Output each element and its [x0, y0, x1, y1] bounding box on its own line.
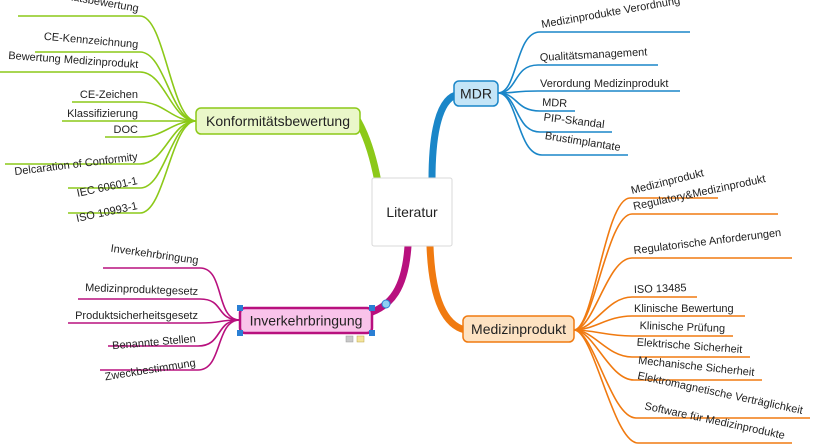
central-topic-box[interactable] [371, 177, 453, 247]
resize-handle[interactable] [369, 305, 375, 311]
leaf-connector [573, 257, 792, 331]
leaf-connector [68, 120, 197, 214]
leaf-topic[interactable]: Medizinprodukte Verordnung [540, 0, 681, 31]
topic-label: Medizinprodukt [471, 321, 566, 337]
leaf-topic[interactable]: Verordung Medizinprodukt [540, 78, 668, 90]
topic-box[interactable] [453, 80, 499, 107]
leaf-connector [35, 51, 197, 122]
leaf-connector [497, 92, 628, 156]
central-topic[interactable]: Literatur [371, 177, 453, 247]
leaf-connector [497, 64, 658, 94]
leaf-topic[interactable]: Benannte Stellen [112, 333, 197, 352]
leaf-topic[interactable]: ISO 13485 [634, 282, 687, 296]
topic-label: Inverkehrbringung [250, 313, 363, 329]
leaf-topic[interactable]: Produktsicherheitsgesetz [75, 310, 198, 322]
topic-label: MDR [460, 86, 492, 102]
leaf-topic[interactable]: Klassifizierung [67, 108, 138, 120]
topic-konformitaet[interactable]: Konformitätsbewertung [195, 107, 361, 135]
leaf-topic[interactable]: Klinische Prüfung [639, 320, 725, 335]
leaf-topic[interactable]: CE-Kennzeichnung [43, 31, 138, 51]
leaf-topic[interactable]: Bewertung Medizinprodukt [8, 50, 139, 71]
branch-connector-mdr [428, 91, 460, 184]
resize-handle[interactable] [237, 305, 243, 311]
branch-connector-medizinprodukt [426, 242, 469, 334]
topic-box[interactable] [462, 315, 575, 343]
leaf-connector [105, 120, 197, 138]
leaf-connector [573, 213, 778, 331]
collapse-toggle-icon[interactable] [381, 299, 391, 309]
topic-box[interactable] [238, 306, 374, 335]
leaf-connector [18, 15, 197, 122]
leaf-topic[interactable]: Regulatorische Anforderungen [633, 227, 782, 257]
leaf-connector [497, 31, 690, 94]
leaf-topic[interactable]: Delcaration of Conformity [14, 151, 139, 178]
resize-handle[interactable] [369, 330, 375, 336]
leaf-topic[interactable]: Klinische Bewertung [634, 303, 734, 315]
leaf-topic[interactable]: IEC 60601-1 [76, 175, 139, 200]
leaf-connector [573, 329, 792, 444]
leaf-topic[interactable]: Qualitätsmanagement [540, 46, 648, 64]
leaf-topic[interactable]: ISO 10993-1 [75, 200, 139, 225]
attachment-icon[interactable] [356, 335, 365, 343]
leaf-topic[interactable]: Medizinproduktegesetz [85, 282, 198, 298]
leaf-connector [573, 329, 762, 381]
central-topic-label: Literatur [386, 204, 438, 220]
leaf-connector [0, 71, 197, 122]
leaf-topic[interactable]: PIP-Skandal [543, 112, 605, 131]
topic-medizinprodukt[interactable]: Medizinprodukt [462, 315, 575, 343]
leaf-topic[interactable]: MDR [542, 97, 568, 110]
topic-mdr[interactable]: MDR [453, 80, 499, 107]
branch-connector-konformitaet [354, 117, 382, 186]
leaf-topic[interactable]: DOC [114, 124, 139, 136]
topic-box[interactable] [195, 107, 361, 135]
leaf-topic[interactable]: Brustimplantate [544, 130, 621, 154]
leaf-connector [100, 319, 241, 371]
branch-connector-inverkehrbringung [368, 242, 412, 316]
topic-inverkehrbringung[interactable]: Inverkehrbringung [237, 299, 391, 343]
resize-handle[interactable] [237, 330, 243, 336]
leaf-connector [103, 267, 241, 321]
leaf-topic[interactable]: CE-Zeichen [80, 89, 138, 101]
leaf-topic[interactable]: Inverkehrbringung [110, 243, 199, 267]
leaf-topic[interactable]: Elektrische Sicherheit [636, 337, 742, 356]
note-icon[interactable] [345, 335, 354, 343]
leaf-connector [78, 298, 241, 321]
leaf-connector [497, 90, 680, 94]
topic-label: Konformitätsbewertung [206, 113, 350, 129]
leaf-topic[interactable]: Zweckbestimmung [104, 357, 196, 383]
leaf-topic[interactable]: Konformitätsbewertung [26, 0, 139, 15]
